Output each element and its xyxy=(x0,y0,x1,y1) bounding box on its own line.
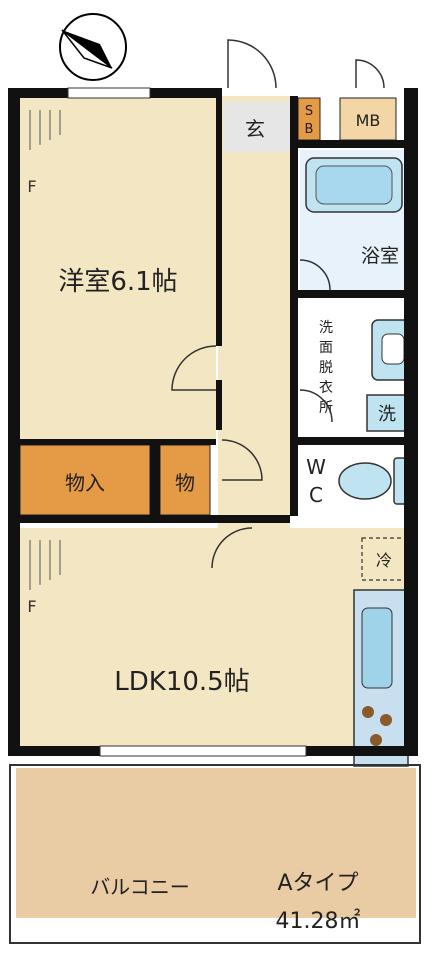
wc-label-c: C xyxy=(309,483,323,507)
window-bottom xyxy=(99,745,307,757)
unit-area-label: 41.28㎡ xyxy=(276,908,361,934)
kitchen-counter xyxy=(353,589,409,767)
sb-label-b: B xyxy=(305,122,314,137)
ldk-floor xyxy=(20,528,416,750)
entrance-floor xyxy=(224,102,296,152)
balcony-floor xyxy=(16,768,416,918)
stove-icon xyxy=(362,706,392,746)
mb-label: MB xyxy=(356,111,381,130)
sb-label-s: S xyxy=(305,104,313,119)
walls xyxy=(8,88,418,756)
closet-label: 物入 xyxy=(65,471,105,495)
unit-type-label: Aタイプ xyxy=(277,871,358,896)
fridge-label: 冷 xyxy=(376,551,392,570)
compass-icon xyxy=(59,13,127,81)
corridor-floor xyxy=(218,96,290,528)
bath-label: 浴室 xyxy=(361,245,399,267)
western-room-floor xyxy=(20,96,216,439)
svg-text:脱: 脱 xyxy=(319,360,333,376)
svg-text:面: 面 xyxy=(319,340,333,356)
balcony-label: バルコニー xyxy=(90,875,190,899)
ldk-label: LDK10.5帖 xyxy=(114,667,249,697)
wc-label-w: W xyxy=(306,455,326,479)
washbasin-icon xyxy=(371,319,413,381)
sink-icon xyxy=(361,607,393,689)
floor-hatching xyxy=(29,110,61,590)
svg-text:衣: 衣 xyxy=(319,380,333,396)
storage-small xyxy=(159,444,211,516)
flooring-mark-upper: F xyxy=(27,177,36,196)
dressing-room-label: 洗 面 脱 衣 所 xyxy=(319,320,333,416)
window-top xyxy=(67,87,151,99)
svg-text:所: 所 xyxy=(319,400,333,416)
balcony-rail xyxy=(9,764,421,944)
washer-label: 洗 xyxy=(378,404,396,425)
entrance-label: 玄 xyxy=(245,117,265,141)
flooring-mark-lower: F xyxy=(27,597,36,616)
western-room-label: 洋室6.1帖 xyxy=(58,267,177,297)
mb-closet xyxy=(339,97,397,141)
door-swing-icon xyxy=(171,39,385,569)
toilet-icon xyxy=(338,457,413,505)
storage-label: 物 xyxy=(175,471,195,495)
svg-text:洗: 洗 xyxy=(319,320,333,336)
